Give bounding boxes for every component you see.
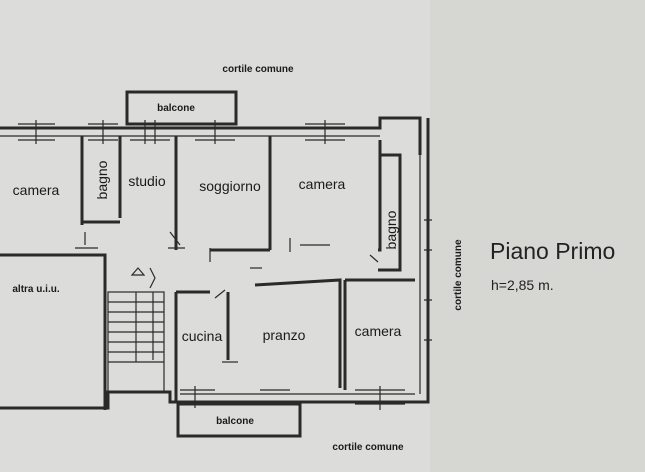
courtyard-right-label: cortile comune bbox=[453, 239, 464, 311]
room-label-cucina: cucina bbox=[182, 328, 223, 344]
room-label-bagno-right: bagno bbox=[383, 210, 399, 249]
courtyard-top-label: cortile comune bbox=[222, 64, 294, 75]
balcony-bottom bbox=[176, 402, 302, 438]
other-unit-label: altra u.i.u. bbox=[12, 284, 59, 295]
balcony-top bbox=[125, 90, 238, 126]
plan-title: Piano Primo bbox=[490, 238, 615, 264]
room-label-studio: studio bbox=[128, 173, 166, 189]
staircase bbox=[107, 291, 165, 393]
paper-shadow bbox=[430, 0, 645, 472]
windows-top bbox=[18, 120, 345, 144]
room-label-pranzo: pranzo bbox=[263, 327, 306, 343]
interior-walls bbox=[80, 136, 415, 402]
ceiling-height-note: h=2,85 m. bbox=[491, 277, 554, 293]
balcony-bottom-label: balcone bbox=[216, 416, 254, 427]
balcony-top-label: balcone bbox=[157, 103, 195, 114]
courtyard-bottom-label: cortile comune bbox=[332, 442, 404, 453]
room-label-camera-bottom: camera bbox=[355, 323, 402, 339]
room-label-bagno-left: bagno bbox=[94, 160, 110, 199]
room-label-camera-center: camera bbox=[299, 176, 346, 192]
room-label-camera-left: camera bbox=[13, 182, 60, 198]
windows-right bbox=[424, 219, 432, 341]
room-label-soggiorno: soggiorno bbox=[199, 178, 261, 194]
doors bbox=[75, 231, 379, 363]
